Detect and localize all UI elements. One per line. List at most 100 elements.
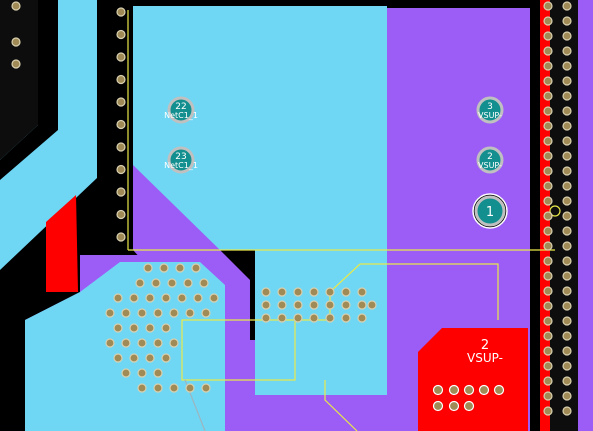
via: [357, 300, 367, 310]
bottom-copper-strip[interactable]: [46, 195, 78, 292]
via: [261, 313, 271, 323]
via: [113, 353, 123, 363]
via: [145, 293, 155, 303]
via: [137, 338, 147, 348]
via: [543, 301, 553, 311]
via: [543, 211, 553, 221]
via: [562, 121, 572, 131]
pad-1[interactable]: 1: [472, 193, 508, 229]
via: [325, 287, 335, 297]
via: [562, 1, 572, 11]
via: [543, 226, 553, 236]
via: [137, 368, 147, 378]
via: [151, 278, 161, 288]
via: [562, 346, 572, 356]
via: [261, 300, 271, 310]
via: [562, 106, 572, 116]
via: [153, 338, 163, 348]
via: [105, 308, 115, 318]
via: [293, 300, 303, 310]
pad-net-label: NetC1_1: [164, 111, 198, 120]
via: [562, 151, 572, 161]
via: [562, 331, 572, 341]
via: [116, 187, 126, 197]
via: [543, 241, 553, 251]
via: [309, 287, 319, 297]
via: [562, 16, 572, 26]
copper-pour-lower-strip[interactable]: [255, 250, 387, 395]
via: [562, 361, 572, 371]
via: [193, 293, 203, 303]
via: [543, 256, 553, 266]
via: [199, 278, 209, 288]
via: [153, 368, 163, 378]
pad-number-label: 2: [487, 152, 493, 162]
via: [143, 263, 153, 273]
left-trace-cut: [0, 0, 58, 180]
via: [121, 338, 131, 348]
via: [209, 293, 219, 303]
via: [116, 7, 126, 17]
pad-net-label: NetC1_1: [164, 161, 198, 170]
pad-number-label: 3: [487, 102, 493, 112]
via: [116, 97, 126, 107]
via: [432, 400, 444, 412]
via: [116, 142, 126, 152]
via: [562, 241, 572, 251]
via: [169, 308, 179, 318]
via: [562, 91, 572, 101]
via: [562, 316, 572, 326]
via: [463, 384, 475, 396]
via: [562, 31, 572, 41]
via: [169, 338, 179, 348]
via: [293, 313, 303, 323]
connector-strip-purple: [578, 0, 593, 431]
via-array: [11, 1, 572, 416]
via: [261, 287, 271, 297]
via: [543, 136, 553, 146]
via: [543, 196, 553, 206]
via: [129, 293, 139, 303]
via: [153, 383, 163, 393]
via: [562, 181, 572, 191]
via: [543, 46, 553, 56]
bottom-copper-component[interactable]: [418, 328, 528, 431]
via: [543, 331, 553, 341]
via: [137, 308, 147, 318]
via: [448, 384, 460, 396]
via: [159, 263, 169, 273]
via: [562, 136, 572, 146]
via: [309, 300, 319, 310]
via: [309, 313, 319, 323]
via: [543, 181, 553, 191]
via: [543, 31, 553, 41]
inner-plane-main[interactable]: [222, 8, 530, 431]
via: [562, 256, 572, 266]
via: [167, 278, 177, 288]
via: [153, 308, 163, 318]
via: [201, 383, 211, 393]
left-trace-mesh: [0, 0, 38, 160]
via: [325, 313, 335, 323]
via: [562, 196, 572, 206]
via: [562, 166, 572, 176]
via: [562, 271, 572, 281]
via: [277, 287, 287, 297]
via: [116, 164, 126, 175]
pad-net-label: VSUP-: [478, 161, 502, 170]
pad-net-label: VSUP-: [478, 111, 502, 120]
via: [185, 308, 195, 318]
via: [367, 300, 377, 310]
via: [448, 400, 460, 412]
pad-number-label: 1: [486, 205, 494, 220]
via: [562, 61, 572, 71]
via: [201, 308, 211, 318]
via: [357, 287, 367, 297]
via: [116, 74, 126, 85]
via: [463, 400, 475, 412]
